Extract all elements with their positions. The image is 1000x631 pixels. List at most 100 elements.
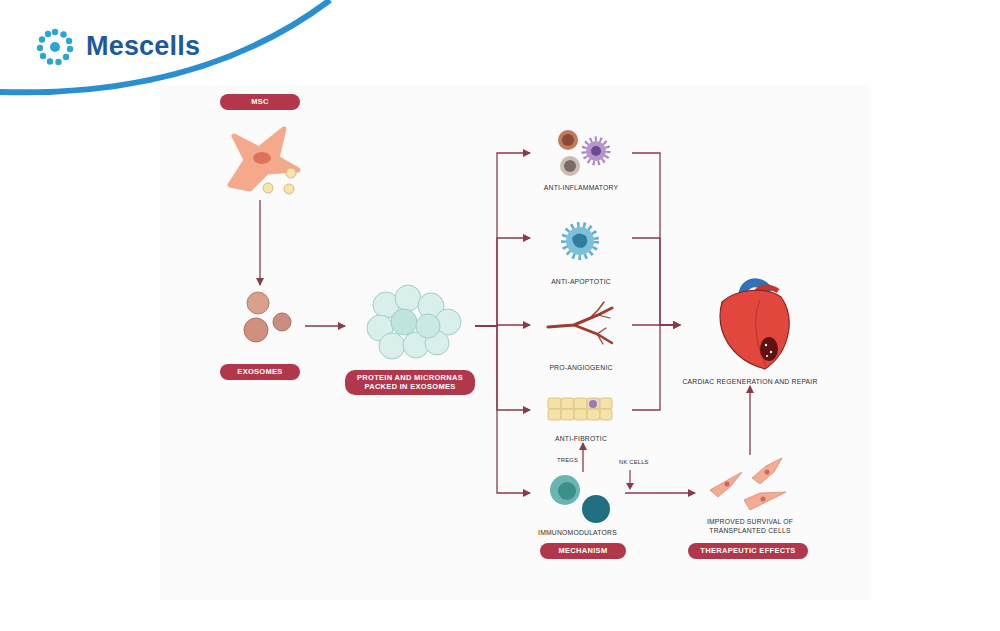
logo-band	[0, 0, 330, 92]
vessel	[574, 325, 612, 343]
apoptotic-cell	[564, 225, 596, 257]
tissue-cell	[561, 398, 574, 409]
node-caption: PRO-ANGIOGENIC	[549, 363, 612, 372]
flow-arrow	[632, 153, 680, 325]
blood-vessels	[548, 302, 612, 344]
logo-dot	[60, 31, 66, 37]
heart-body	[720, 290, 789, 369]
exosome-cluster	[367, 285, 461, 359]
treg-cell	[550, 475, 580, 505]
node-caption: ANTI-FIBROTIC	[555, 434, 607, 443]
flow-arrow	[305, 325, 345, 326]
vesicle	[286, 168, 296, 178]
exosome	[247, 292, 269, 314]
tissue-cell	[600, 398, 612, 409]
vessel	[548, 308, 612, 327]
infarct-dot	[765, 344, 767, 346]
cell-nucleus	[572, 233, 587, 248]
node-caption: ANTI-INFLAMMATORY	[544, 183, 618, 192]
tissue-cell	[587, 409, 600, 420]
cluster-vesicle	[379, 333, 405, 359]
swoosh	[0, 0, 330, 92]
vessel	[597, 334, 603, 344]
cell-spikes	[584, 139, 608, 163]
vessel	[598, 315, 610, 318]
infarct-dot	[770, 351, 772, 353]
leader-line	[629, 470, 630, 484]
cell-nucleus	[765, 470, 770, 475]
cell-nucleus	[564, 160, 576, 172]
pill-label: EXOSOMES	[220, 364, 300, 380]
flow-arrow	[475, 326, 530, 410]
tissue-cell	[548, 409, 561, 420]
flow-arrow	[625, 492, 695, 493]
illustrated-node: ANTI-INFLAMMATORY	[530, 120, 632, 192]
node-caption: ANTI-APOPTOTIC	[551, 277, 611, 286]
arrow-head	[626, 483, 634, 490]
pill-label: MSC	[220, 94, 300, 110]
cluster-vesicle	[395, 285, 421, 311]
flow-arrow	[475, 325, 530, 326]
flow-arrow	[259, 200, 260, 285]
vesicle	[284, 184, 294, 194]
flow-arrow	[475, 326, 530, 493]
illustrated-node: ANTI-APOPTOTIC	[530, 208, 632, 286]
logo-dot	[66, 38, 72, 44]
cell	[586, 141, 606, 161]
nk-cell	[582, 495, 610, 523]
logo-dot	[67, 46, 73, 52]
flow-arrow	[632, 324, 680, 325]
logo-dot	[39, 36, 45, 42]
immune-cells	[550, 475, 610, 523]
infarct	[760, 337, 778, 361]
cell-spikes	[564, 225, 596, 257]
cell-nucleus	[761, 497, 766, 502]
logo-dot	[52, 29, 58, 35]
exosome	[244, 318, 268, 342]
flow-arrow	[582, 443, 583, 472]
illustrated-node: CARDIAC REGENERATION AND REPAIR	[680, 282, 820, 386]
illustrated-node: IMPROVED SURVIVAL OF TRANSPLANTED CELLS	[695, 455, 805, 535]
spindle-cell	[710, 472, 742, 497]
cell-label: NK CELLS	[619, 459, 649, 465]
nk-arrow	[626, 470, 634, 490]
cell	[566, 227, 594, 255]
cell	[560, 156, 580, 176]
tissue-cell	[574, 409, 587, 420]
cluster-vesicle	[416, 314, 440, 338]
logo-icon	[37, 29, 73, 65]
cell	[558, 130, 578, 150]
flow-arrow	[475, 153, 530, 326]
flow-arrow	[632, 325, 680, 410]
vessel	[597, 328, 606, 334]
vesicle	[263, 183, 273, 193]
inflammatory-cells	[558, 130, 608, 176]
flow-arrow	[475, 238, 530, 326]
pill-node: EXOSOMES	[215, 285, 305, 380]
logo-dot	[63, 54, 69, 60]
illustrated-node: IMMUNOMODULATORS	[530, 472, 625, 537]
logo-dot	[40, 53, 46, 59]
pill-label: PROTEIN AND MICRORNAS PACKED IN EXOSOMES	[345, 370, 475, 396]
tissue-cell	[600, 409, 612, 420]
exosomes	[244, 292, 291, 342]
pill-node: PROTEIN AND MICRORNAS PACKED IN EXOSOMES	[345, 290, 475, 395]
logo-dot	[47, 58, 53, 64]
msc-cell	[230, 129, 298, 194]
illustrated-node: PRO-ANGIOGENIC	[530, 300, 632, 372]
brand-logo: Mescells	[86, 31, 200, 62]
logo-dot	[37, 45, 43, 51]
node-caption: IMMUNOMODULATORS	[538, 528, 617, 537]
logo-dot	[55, 59, 61, 65]
infarct-dot	[766, 355, 768, 357]
cell-label: TREGS	[557, 457, 578, 463]
panel	[160, 85, 870, 600]
tissue-cell	[574, 398, 587, 409]
cell-nucleus	[558, 482, 576, 500]
cell-nucleus	[562, 134, 574, 146]
flow-arrow	[749, 386, 750, 455]
section-pill: THERAPEUTIC EFFECTS	[688, 543, 808, 559]
